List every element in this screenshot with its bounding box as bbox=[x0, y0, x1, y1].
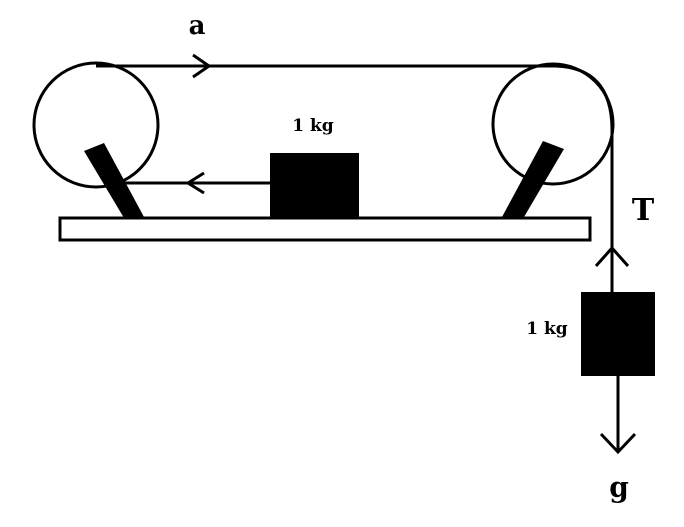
rope-right-wrap bbox=[555, 64, 614, 131]
gravity-arrow-head bbox=[599, 432, 637, 455]
right-pulley-support bbox=[502, 141, 564, 217]
table-block-mass-label: 1 kg bbox=[292, 116, 334, 136]
gravity-label: g bbox=[609, 471, 629, 504]
hanging-block bbox=[581, 292, 655, 376]
tension-label: T bbox=[632, 193, 655, 228]
tension-arrow bbox=[594, 245, 630, 267]
acceleration-label: a bbox=[189, 11, 206, 41]
left-pulley bbox=[32, 61, 160, 189]
table-surface bbox=[58, 216, 592, 242]
table-block bbox=[270, 153, 359, 218]
hanging-block-mass-label: 1 kg bbox=[526, 319, 568, 339]
left-pulley-support bbox=[84, 143, 144, 218]
rope-arrow-left bbox=[185, 171, 205, 195]
rope-arrow-right bbox=[192, 53, 212, 79]
